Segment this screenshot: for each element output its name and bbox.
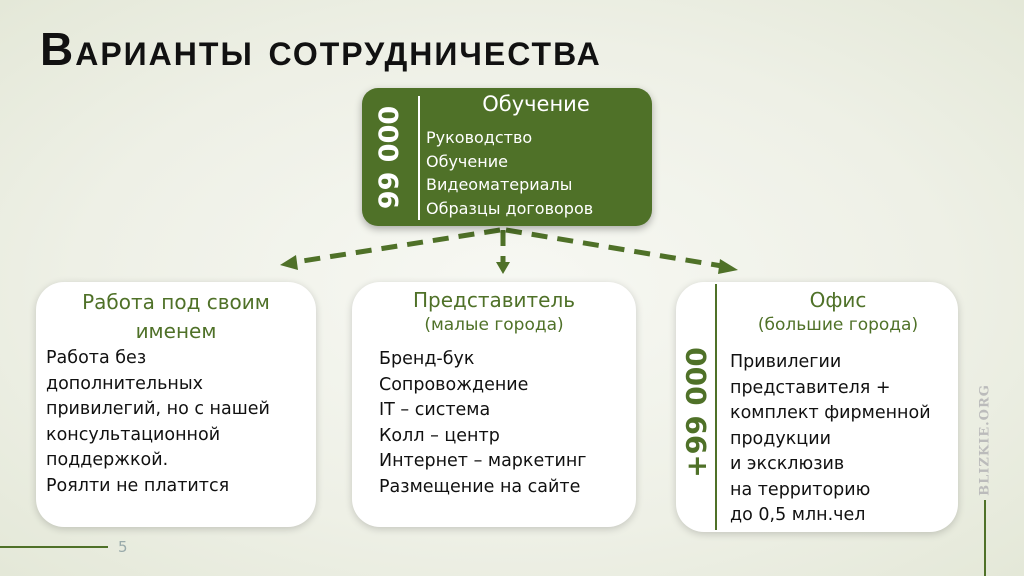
- list-item: дополнительных: [46, 373, 204, 394]
- list-item: Интернет – маркетинг: [379, 451, 587, 471]
- own-name-heading: Работа под своим именем: [36, 288, 316, 346]
- heading-line: именем: [135, 319, 217, 343]
- list-item: Колл – центр: [379, 425, 500, 446]
- arrowhead-down: [496, 262, 510, 274]
- training-list: Руководство Обучение Видеоматериалы Обра…: [426, 126, 593, 220]
- list-item: Видеоматериалы: [426, 175, 573, 194]
- divider: [715, 284, 717, 530]
- training-price: 99 000: [374, 105, 406, 209]
- list-item: Сопровождение: [379, 374, 529, 395]
- list-item: продукции: [730, 428, 831, 449]
- list-item: представителя +: [730, 377, 891, 398]
- list-item: консультационной: [46, 424, 221, 445]
- arrow-right: [505, 227, 723, 269]
- list-item: комплект фирменной: [730, 403, 931, 423]
- brand-watermark: BLIZKIE.ORG: [977, 384, 993, 496]
- list-item: Роялти не платится: [46, 475, 230, 496]
- representative-heading: Представитель: [412, 288, 576, 312]
- representative-list: Бренд-бук Сопровождение IT – система Кол…: [379, 347, 636, 500]
- own-name-card: Работа под своим именем Работа без допол…: [36, 282, 316, 527]
- page-title: Варианты сотрудничества: [40, 23, 602, 75]
- footer-line: [0, 546, 108, 548]
- office-card: +99 000 Офис (большие города) Привилегии…: [676, 282, 958, 532]
- list-item: Привилегии: [730, 352, 842, 372]
- office-list: Привилегии представителя + комплект фирм…: [730, 350, 931, 529]
- arrowhead-left: [280, 255, 298, 270]
- list-item: на территорию: [730, 479, 871, 500]
- list-item: Бренд-бук: [379, 349, 475, 369]
- list-item: Размещение на сайте: [379, 476, 581, 497]
- list-item: Образцы договоров: [426, 198, 594, 218]
- page-number: 5: [118, 538, 128, 556]
- training-card: 99 000 Обучение Руководство Обучение Вид…: [362, 88, 652, 226]
- representative-subheading: (малые города): [424, 315, 564, 335]
- arrowhead-right: [718, 259, 738, 274]
- list-item: Работа без: [46, 348, 147, 368]
- list-item: до 0,5 млн.чел: [730, 505, 866, 525]
- list-item: Обучение: [426, 151, 508, 171]
- office-price: +99 000: [679, 346, 713, 478]
- side-line: [984, 500, 986, 576]
- own-name-list: Работа без дополнительных привилегий, но…: [46, 346, 316, 499]
- office-heading: Офис: [809, 288, 867, 312]
- arrow-left: [295, 227, 501, 265]
- office-subheading: (большие города): [757, 315, 919, 335]
- training-heading: Обучение: [482, 92, 590, 116]
- list-item: привилегий, но с нашей: [46, 399, 270, 419]
- representative-card: Представитель (малые города) Бренд-бук С…: [352, 282, 636, 527]
- list-item: поддержкой.: [46, 450, 169, 470]
- divider: [418, 96, 420, 220]
- list-item: Руководство: [426, 128, 533, 147]
- list-item: IT – система: [379, 400, 491, 420]
- list-item: и эксклюзив: [730, 454, 845, 474]
- heading-line: Работа под своим: [82, 290, 270, 314]
